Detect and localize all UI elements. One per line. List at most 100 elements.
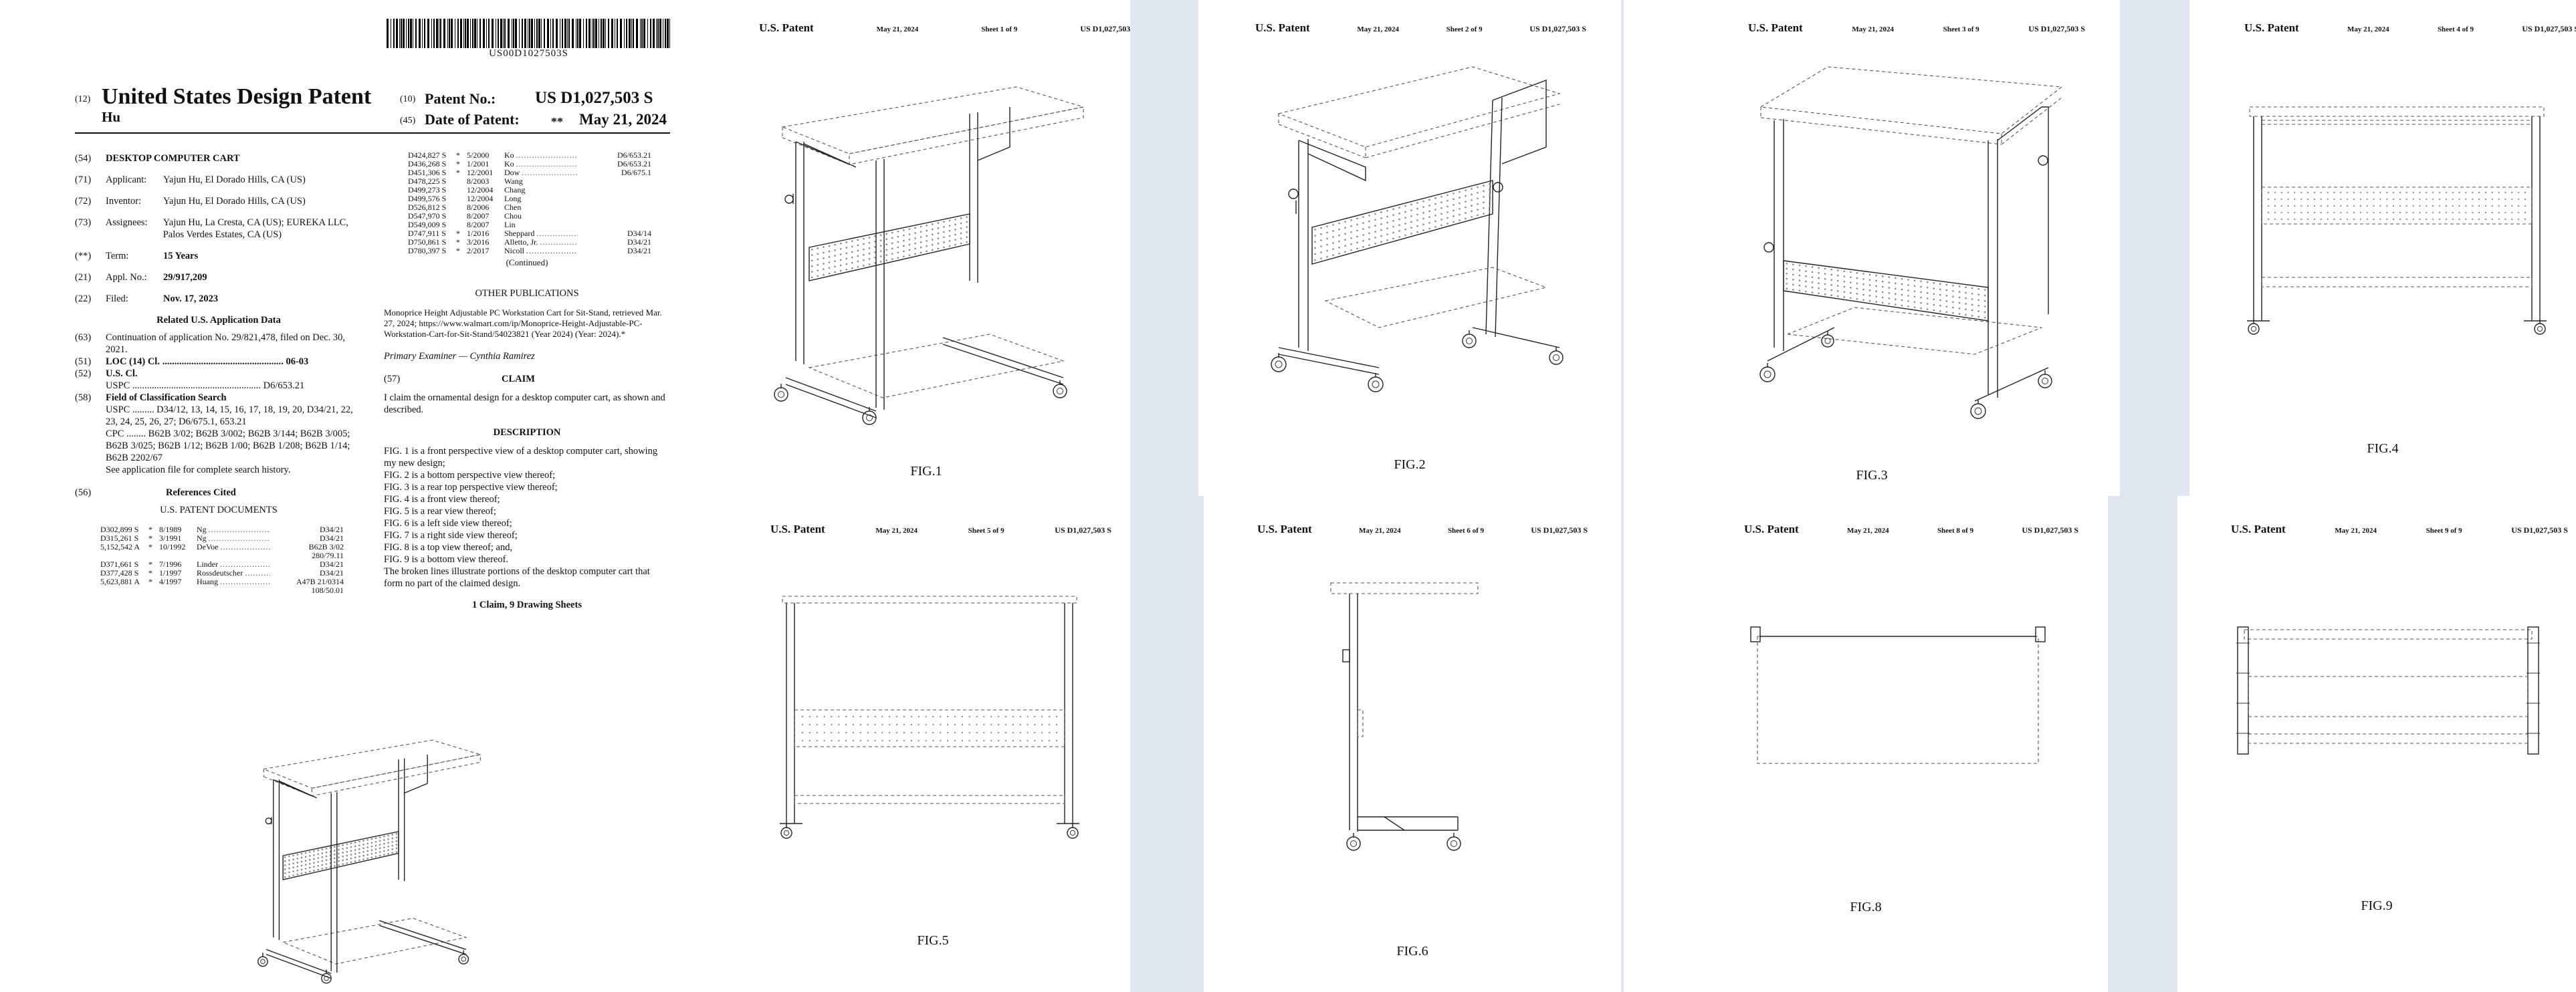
related-loc: (51)LOC (14) Cl. .......................… bbox=[75, 356, 309, 367]
caster-wheel bbox=[2038, 370, 2052, 388]
related-search-history: See application file for complete search… bbox=[106, 465, 291, 475]
us-patent-docs-heading: U.S. PATENT DOCUMENTS bbox=[160, 505, 278, 515]
kind-code: (12) bbox=[75, 94, 91, 104]
barcode bbox=[387, 19, 670, 48]
left-upright bbox=[1763, 119, 1784, 351]
caster-wheel bbox=[257, 953, 268, 967]
perforated-panel bbox=[1783, 260, 1989, 322]
description-item: FIG. 7 is a right side view thereof; bbox=[384, 530, 518, 541]
adjustment-knob bbox=[784, 195, 794, 204]
document-title: United States Design Patent bbox=[102, 84, 372, 109]
caster-wheel bbox=[2534, 320, 2546, 335]
perforated-panel bbox=[809, 213, 970, 281]
desktop-top bbox=[1330, 582, 1479, 594]
fig8-caption: FIG.8 bbox=[1850, 900, 1882, 914]
fig2-drawing bbox=[1271, 66, 1564, 392]
field-appl-no: (21)Appl. No.:29/917,209 bbox=[75, 272, 207, 283]
date-code: (45) bbox=[400, 116, 416, 126]
left-upright bbox=[784, 141, 857, 364]
adjustment-knob bbox=[1763, 242, 1774, 253]
date-value: May 21, 2024 bbox=[579, 111, 667, 128]
side-upright bbox=[1342, 594, 1358, 832]
related-field-search: (58)Field of Classification Search bbox=[75, 392, 227, 403]
caster-wheel bbox=[1549, 347, 1564, 365]
inventor-short: Hu bbox=[102, 109, 121, 125]
claims-sheets-count: 1 Claim, 9 Drawing Sheets bbox=[472, 600, 582, 610]
patent-no-code: (10) bbox=[400, 94, 416, 104]
caster-wheel bbox=[1821, 331, 1834, 348]
fig4-drawing bbox=[2247, 106, 2547, 335]
caster-wheel bbox=[1759, 363, 1776, 382]
reference-row: 108/50.01 bbox=[311, 586, 344, 595]
title-divider bbox=[75, 132, 670, 134]
other-publications-heading: OTHER PUBLICATIONS bbox=[475, 288, 579, 299]
claim-text: I claim the ornamental design for a desk… bbox=[384, 392, 665, 415]
perforated-panel bbox=[794, 709, 1065, 747]
perforated-panel bbox=[2261, 187, 2533, 225]
description-item: FIG. 6 is a left side view thereof; bbox=[384, 518, 512, 529]
field-title: (54)DESKTOP COMPUTER CART bbox=[75, 153, 240, 164]
claim-heading-row: (57)CLAIM bbox=[384, 374, 535, 384]
field-filed: (22)Filed:Nov. 17, 2023 bbox=[75, 293, 219, 304]
caster-wheel bbox=[2248, 320, 2260, 335]
bottom-shelf bbox=[808, 334, 1065, 398]
caster-wheel bbox=[1970, 400, 1986, 419]
barcode-number: US00D1027503S bbox=[489, 48, 568, 59]
base-frame bbox=[2236, 626, 2540, 755]
field-term: (**)Term:15 Years bbox=[75, 251, 199, 261]
fig6-drawing bbox=[1330, 582, 1479, 851]
bibliographic-left-column: (54)DESKTOP COMPUTER CART (71)Applicant:… bbox=[75, 152, 362, 595]
date-stars: ** bbox=[551, 115, 563, 128]
related-continuation: (63)Continuation of application No. 29/8… bbox=[75, 332, 346, 355]
fig9-drawing bbox=[2236, 626, 2540, 755]
related-heading: Related U.S. Application Data bbox=[156, 315, 281, 326]
related-search-cpc: CPC ........ B62B 3/02; B62B 3/002; B62B… bbox=[106, 428, 350, 463]
description-item: FIG. 8 is a top view thereof; and, bbox=[384, 542, 513, 553]
description-item: FIG. 4 is a front view thereof; bbox=[384, 494, 500, 505]
desktop-top bbox=[1277, 66, 1561, 148]
right-upright bbox=[398, 754, 428, 882]
field-applicant: (71)Applicant:Yajun Hu, El Dorado Hills,… bbox=[75, 174, 306, 185]
fig4-caption: FIG.4 bbox=[2367, 441, 2399, 456]
caster-wheel bbox=[774, 384, 788, 402]
desktop-edge bbox=[311, 754, 481, 797]
description-item: FIG. 5 is a rear view thereof; bbox=[384, 506, 496, 517]
desktop-top bbox=[782, 596, 1077, 604]
caster-wheel bbox=[321, 969, 332, 984]
references-heading-row: (56)References Cited bbox=[75, 487, 236, 498]
adjustment-knob bbox=[1288, 189, 1299, 199]
representative-drawing bbox=[257, 739, 481, 984]
fig1-drawing bbox=[774, 86, 1084, 425]
description-heading: DESCRIPTION bbox=[493, 427, 561, 438]
description-list: FIG. 1 is a front perspective view of a … bbox=[384, 445, 670, 590]
adjustment-knob bbox=[1342, 649, 1350, 662]
caster-wheel bbox=[458, 950, 469, 965]
fig1-caption: FIG.1 bbox=[910, 464, 942, 479]
date-label: Date of Patent: bbox=[425, 111, 520, 128]
caster-wheel bbox=[1067, 824, 1079, 839]
desktop-top bbox=[1759, 66, 2063, 134]
reference-row: 280/79.11 bbox=[312, 551, 344, 560]
adjustment-knob bbox=[265, 818, 272, 825]
